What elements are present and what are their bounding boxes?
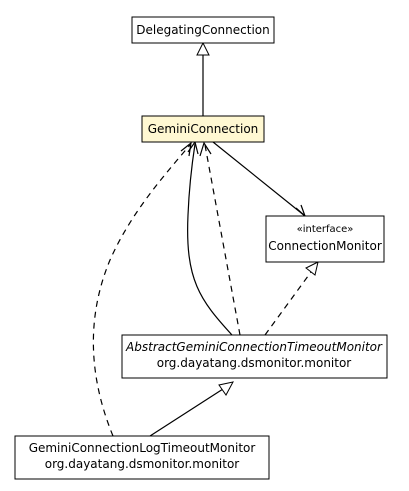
interface-name: ConnectionMonitor [268,239,382,253]
interface-connection-monitor[interactable]: «interface» ConnectionMonitor [265,215,385,263]
class-name: DelegatingConnection [136,23,269,37]
class-gemini-connection[interactable]: GeminiConnection [141,115,265,143]
class-gemini-connection-log-timeout-monitor[interactable]: GeminiConnectionLogTimeoutMonitor org.da… [14,435,270,480]
class-name: AbstractGeminiConnectionTimeoutMonitor [125,340,383,354]
package-name: org.dayatang.dsmonitor.monitor [157,356,352,370]
stereotype-label: «interface» [297,224,354,235]
class-abstract-gemini-connection-timeout-monitor[interactable]: AbstractGeminiConnectionTimeoutMonitor o… [121,334,388,379]
class-name: GeminiConnection [148,122,259,136]
class-delegating-connection[interactable]: DelegatingConnection [131,16,275,44]
package-name: org.dayatang.dsmonitor.monitor [45,457,240,471]
generalization-arrowhead [218,381,234,396]
edge-gemini-extends-delegating [196,41,210,116]
class-name: GeminiConnectionLogTimeoutMonitor [29,441,256,455]
edge-log-extends-abstract [149,381,234,437]
edge-gemini-uses-monitor [212,141,306,217]
edge-log-depends-gemini [92,141,192,437]
edge-abstract-implements-monitor [264,261,319,336]
edge-abstract-depends-gemini [199,141,241,336]
generalization-arrowhead [196,41,210,56]
realization-arrowhead [305,261,319,276]
dependency-arrowhead [199,141,212,157]
dependency-arrowhead [180,141,192,157]
